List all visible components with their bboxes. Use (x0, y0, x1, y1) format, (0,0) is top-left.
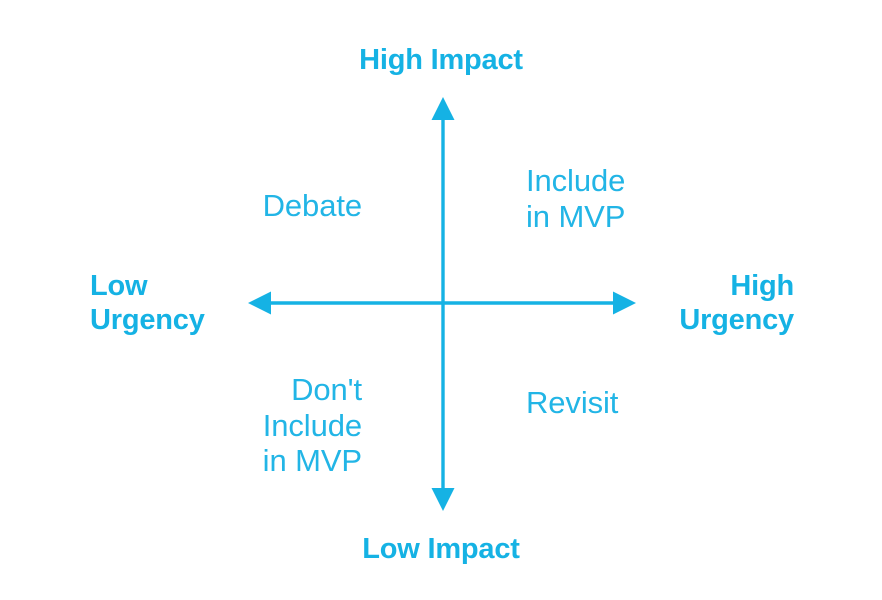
axis-label-low-impact: Low Impact (362, 533, 520, 565)
quadrant-label-top-left: Debate (262, 188, 362, 223)
arrowhead-up-icon (431, 97, 455, 120)
axis-label-high-impact: High Impact (359, 44, 523, 76)
arrowhead-down-icon (431, 488, 455, 511)
quadrant-label-bottom-left: Don't Include in MVP (262, 372, 362, 479)
arrowhead-right-icon (613, 291, 636, 315)
axis-label-high-urgency: High Urgency (679, 270, 794, 336)
axis-label-low-urgency: Low Urgency (90, 270, 205, 336)
quadrant-label-bottom-right: Revisit (526, 385, 619, 420)
quadrant-label-top-right: Include in MVP (526, 163, 626, 234)
arrowhead-left-icon (248, 291, 271, 315)
